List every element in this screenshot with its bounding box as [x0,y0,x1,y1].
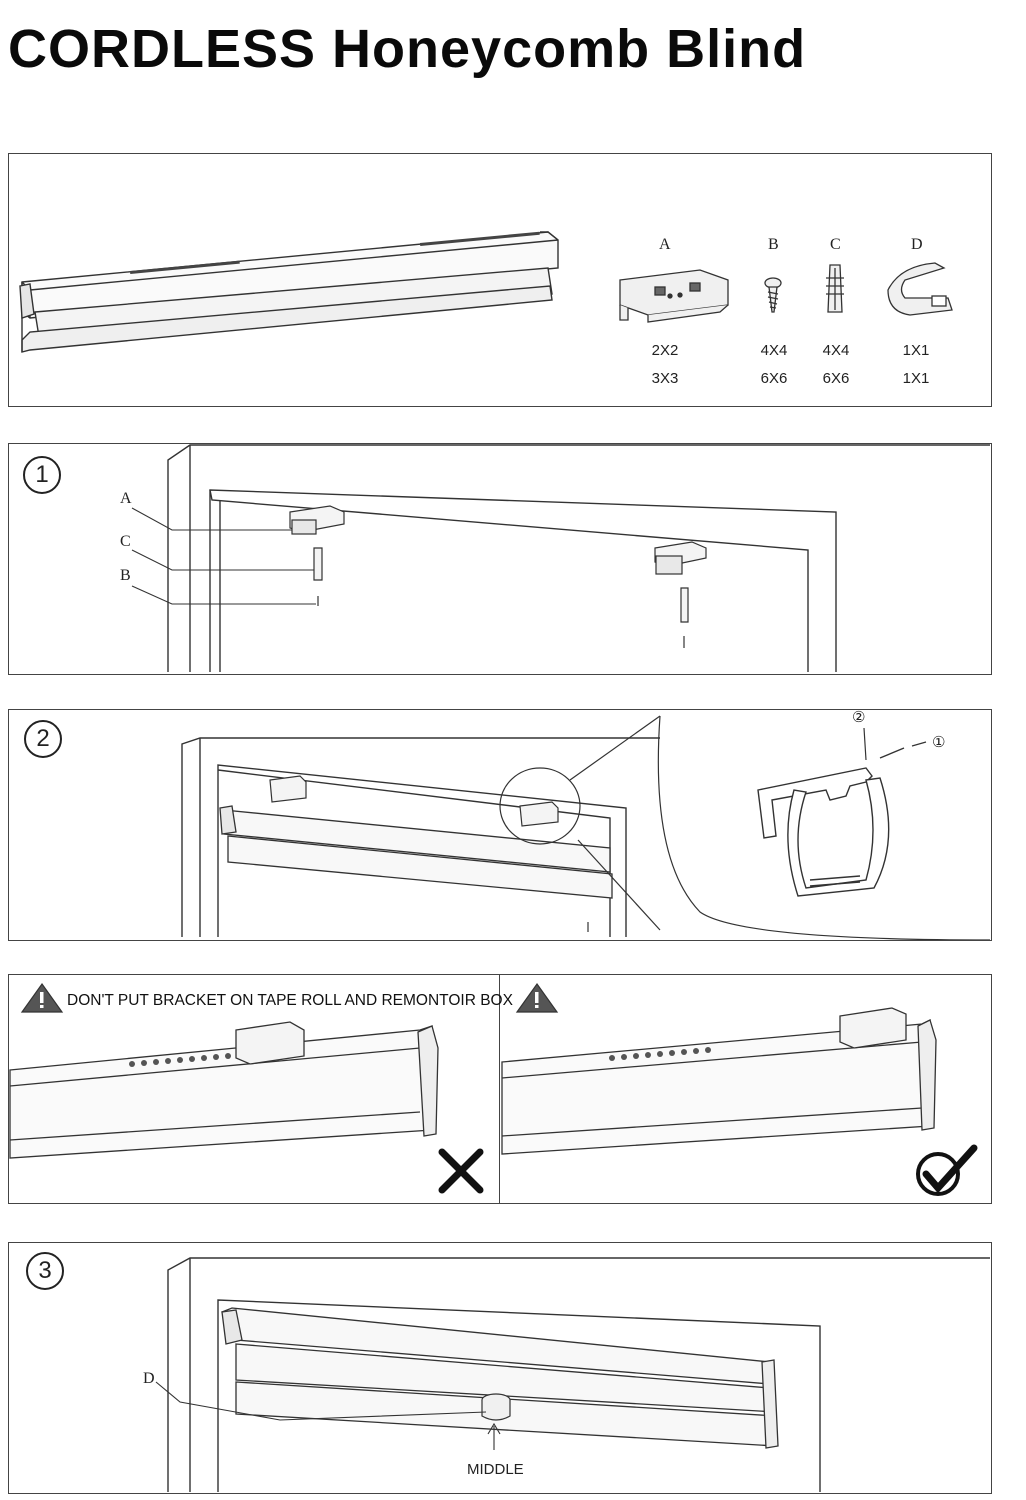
step-1-label-b: B [120,567,131,584]
parts-panel [8,153,992,407]
step-3-number: 3 [26,1252,64,1290]
step-1-label-a: A [120,490,132,507]
detail-step-2-marker: ② [852,708,866,726]
part-c-qty-2: 6X6 [822,370,850,387]
part-a-qty-1: 2X2 [651,342,679,359]
warning-text: DON'T PUT BRACKET ON TAPE ROLL AND REMON… [67,992,513,1009]
step-3-label-d: D [143,1370,155,1387]
step-1-panel [8,443,992,675]
detail-step-1-marker: ① [932,733,946,751]
warning-panel [8,974,992,1204]
part-c-label: C [830,236,841,253]
part-a-qty-2: 3X3 [651,370,679,387]
part-b-qty-2: 6X6 [760,370,788,387]
step-1-label-c: C [120,533,131,550]
step-1-number: 1 [23,456,61,494]
part-d-qty-2: 1X1 [902,370,930,387]
part-d-label: D [911,236,923,253]
step-2-panel [8,709,992,941]
part-a-label: A [659,236,671,253]
part-d-qty-1: 1X1 [902,342,930,359]
part-c-qty-1: 4X4 [822,342,850,359]
part-b-label: B [768,236,779,253]
page-title: CORDLESS Honeycomb Blind [8,19,807,79]
middle-label: MIDDLE [467,1461,524,1478]
warning-divider [499,974,500,1204]
step-3-panel [8,1242,992,1494]
step-2-number: 2 [24,720,62,758]
part-b-qty-1: 4X4 [760,342,788,359]
